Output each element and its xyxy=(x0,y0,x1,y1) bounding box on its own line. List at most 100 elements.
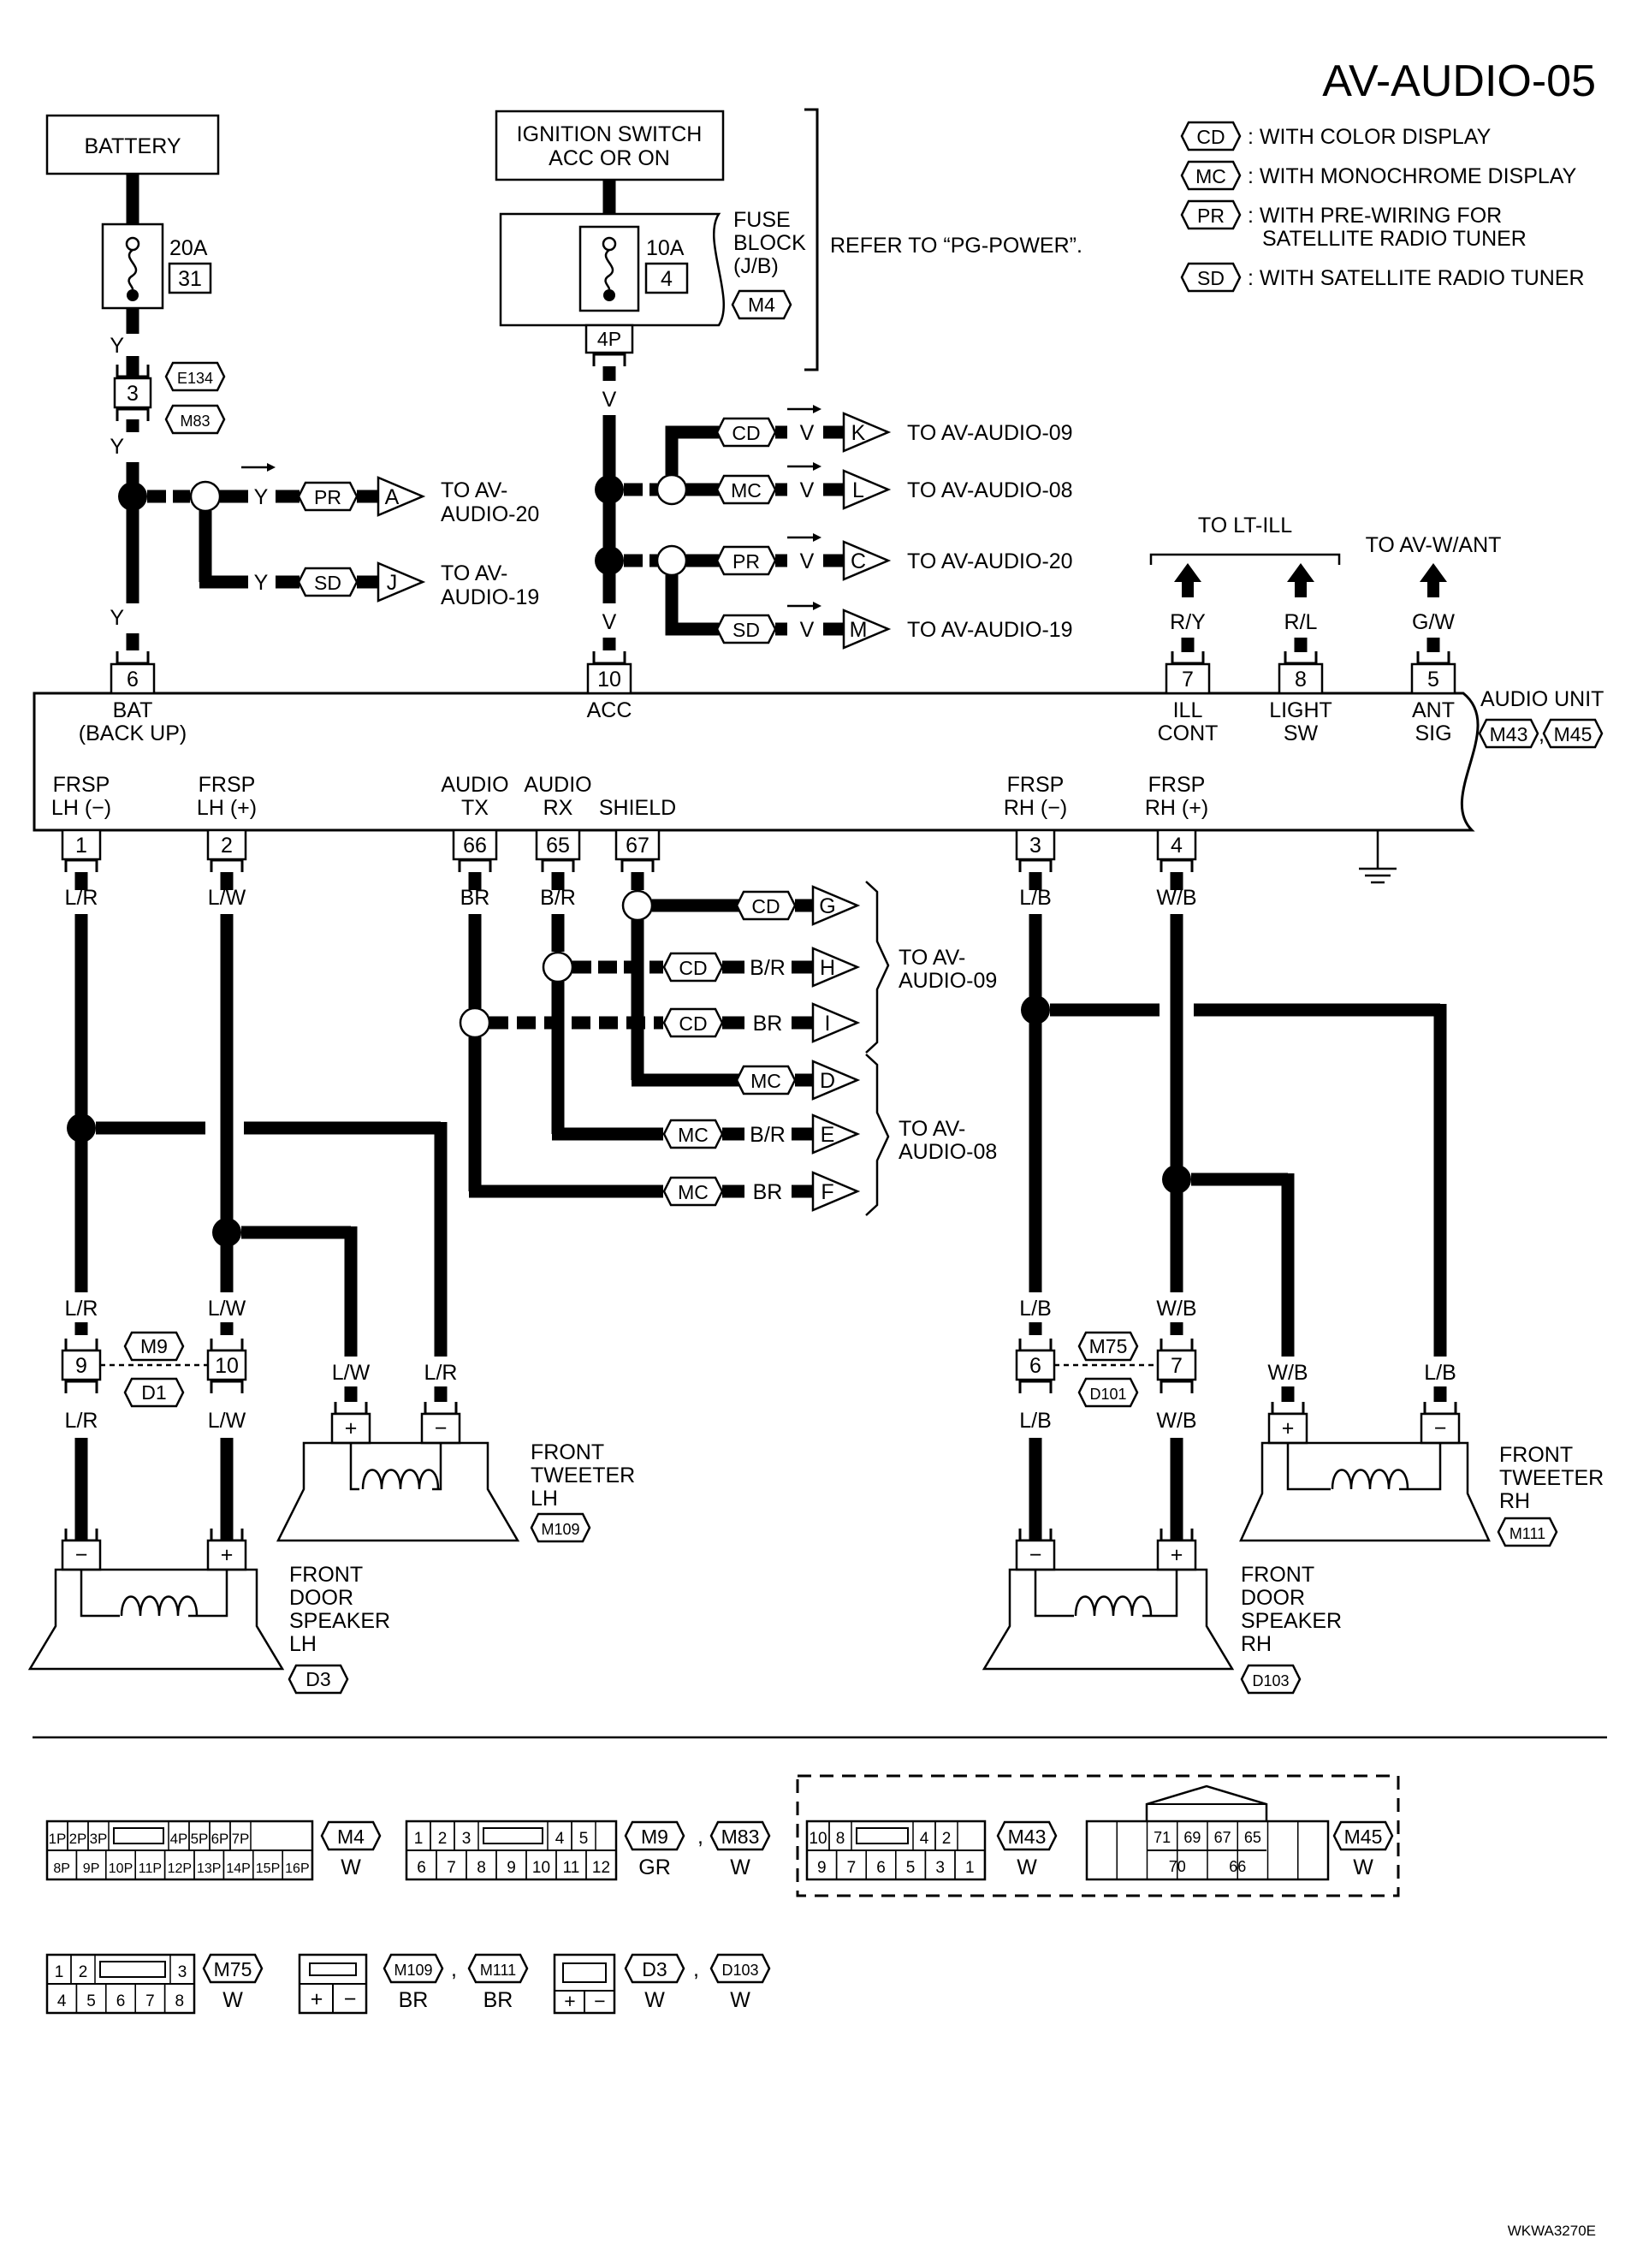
wire-br-66: BR xyxy=(460,886,490,910)
pin3-name1: FRSP xyxy=(1007,773,1065,797)
wire-color-v-l: V xyxy=(800,478,815,502)
conn-m109-color: BR xyxy=(399,1988,429,2012)
audio-unit-label: AUDIO UNIT xyxy=(1480,687,1604,711)
wire-lb-1: L/B xyxy=(1019,886,1052,910)
conn-m111-face-label: M111 xyxy=(480,1962,516,1979)
wire-lb-2: L/B xyxy=(1019,1297,1052,1321)
conn-m111-color: BR xyxy=(483,1988,513,2012)
splice-acc-2 xyxy=(595,546,624,575)
signal-wiring: BR B/R CD CD CD MC MC MC B/R BR B/R BR G… xyxy=(459,872,997,1216)
tweeter-rh-l2: TWEETER xyxy=(1499,1466,1604,1490)
connector-pin-number: 12 xyxy=(592,1859,610,1877)
sig-code-h: CD xyxy=(679,957,707,979)
connector-letter-c: C xyxy=(851,549,866,573)
connector-letter-f: F xyxy=(821,1180,833,1204)
connector-pin-number: 13P xyxy=(197,1861,221,1876)
connector-cell xyxy=(954,1849,986,1880)
connector-pin-number: 2P xyxy=(69,1831,87,1847)
connector-letter-m: M xyxy=(850,618,868,642)
wire-color-v-k: V xyxy=(800,421,815,445)
to-av-want: TO AV-W/ANT xyxy=(1366,533,1502,557)
splice-acc-1 xyxy=(595,475,624,504)
pin65-name1: AUDIO xyxy=(524,773,591,797)
wire-lr-2: L/R xyxy=(65,1297,98,1321)
wire-color-y-1: Y xyxy=(110,334,124,358)
rh-joint-pin-7: 7 xyxy=(1171,1354,1183,1378)
connector-pin-number: 6P xyxy=(211,1831,229,1847)
connector-pin-number: 1 xyxy=(965,1859,975,1877)
pin-5-label: 5 xyxy=(1427,668,1439,692)
refer-pg-power: REFER TO “PG-POWER”. xyxy=(830,234,1082,258)
connector-pin-number: 6 xyxy=(417,1859,426,1877)
connector-pin-number: 12P xyxy=(168,1861,192,1876)
speaker-lh-l4: LH xyxy=(289,1632,317,1656)
conn-m75-face-label: M75 xyxy=(214,1958,252,1980)
connector-pin-number: 2 xyxy=(942,1830,952,1848)
connector-pin-number: 69 xyxy=(1183,1829,1201,1846)
connector-pin-number: 4 xyxy=(57,1992,67,2010)
pin-67-label: 67 xyxy=(626,834,649,858)
battery-joint-pin: 3 xyxy=(127,382,139,406)
battery-fuse-amp: 20A xyxy=(169,236,208,260)
to-audio09-l2: AUDIO-09 xyxy=(899,969,997,993)
splice-batt xyxy=(118,482,147,511)
conn-m9-face-label: M9 xyxy=(641,1826,668,1848)
conn-m45: M45 xyxy=(1554,723,1593,745)
branch-code-pr-acc: PR xyxy=(732,550,760,573)
legend-code-mc: MC xyxy=(1195,165,1226,187)
dest-m: TO AV-AUDIO-19 xyxy=(907,618,1073,642)
speaker-lh-l2: DOOR xyxy=(289,1586,353,1610)
pin-6-label: 6 xyxy=(127,668,139,692)
conn-m43-color: W xyxy=(1017,1855,1037,1879)
legend-code-pr: PR xyxy=(1197,205,1225,227)
conn-d3-face-label: D3 xyxy=(642,1958,667,1980)
legend-text-cd: : WITH COLOR DISPLAY xyxy=(1248,125,1492,149)
lh-speaker-wiring: L/R L/W L/R L/W 9 10 M9 D1 L/R L/W L/W L… xyxy=(61,872,457,1541)
pin2-name2: LH (+) xyxy=(197,796,257,820)
connector-letter-h: H xyxy=(820,956,835,980)
connector-pin-number: 7 xyxy=(847,1859,857,1877)
wire-color-ry: R/Y xyxy=(1170,610,1206,634)
connector-pin-number: 1P xyxy=(49,1831,67,1847)
connector-pin-number: 5 xyxy=(579,1830,589,1848)
connector-pin-number: 2 xyxy=(438,1830,448,1848)
sig-color-e: B/R xyxy=(750,1123,786,1147)
connector-letter-l: L xyxy=(852,478,864,502)
fuse-block-l1: FUSE xyxy=(733,208,791,232)
dest-a-1: TO AV- xyxy=(441,478,507,502)
connector-pin-number: 3 xyxy=(462,1830,472,1848)
wire-lw-3: L/W xyxy=(208,1409,246,1433)
legend: CD : WITH COLOR DISPLAY MC : WITH MONOCH… xyxy=(1180,121,1585,293)
connector-pin-number: 1 xyxy=(55,1963,64,1981)
conn-e134: E134 xyxy=(177,370,213,387)
to-lt-ill: TO LT-ILL xyxy=(1198,514,1292,537)
connector-pin-number: 9P xyxy=(83,1861,100,1876)
conn-m43-face-label: M43 xyxy=(1008,1826,1047,1848)
splice-rh-pos xyxy=(1162,1165,1191,1194)
connector-letter-i: I xyxy=(825,1012,831,1036)
speaker-lh-plus: + xyxy=(221,1543,234,1567)
legend-code-cd: CD xyxy=(1196,126,1225,148)
acc-fuse-amp: 10A xyxy=(646,236,685,260)
legend-text-pr: : WITH PRE-WIRING FOR xyxy=(1248,204,1502,228)
connector-pin-number: 71 xyxy=(1154,1829,1171,1846)
pin4-name1: FRSP xyxy=(1148,773,1206,797)
conn-m109-face-label: M109 xyxy=(394,1962,432,1979)
conn-m109-sep: , xyxy=(451,1957,457,1981)
connector-pin-number: 9 xyxy=(817,1859,827,1877)
tweeter-lh-l2: TWEETER xyxy=(531,1464,635,1487)
connector-pin-number: 4 xyxy=(555,1830,565,1848)
wire-wb-tw: W/B xyxy=(1267,1361,1308,1385)
front-door-speaker-lh: − + FRONT DOOR SPEAKER LH D3 xyxy=(27,1527,390,1695)
connector-pin-number: 6 xyxy=(116,1992,126,2010)
speaker-rh-minus: − xyxy=(1029,1543,1042,1567)
connector-pin-number: 7 xyxy=(145,1992,155,2010)
branch-code-sd-acc: SD xyxy=(732,619,760,641)
dest-k: TO AV-AUDIO-09 xyxy=(907,421,1073,445)
wire-color-gw: G/W xyxy=(1412,610,1455,634)
d3-pin-plus: + xyxy=(564,1990,575,2012)
pin-3-label: 3 xyxy=(1029,834,1041,858)
wire-color-v-m: V xyxy=(800,618,815,642)
